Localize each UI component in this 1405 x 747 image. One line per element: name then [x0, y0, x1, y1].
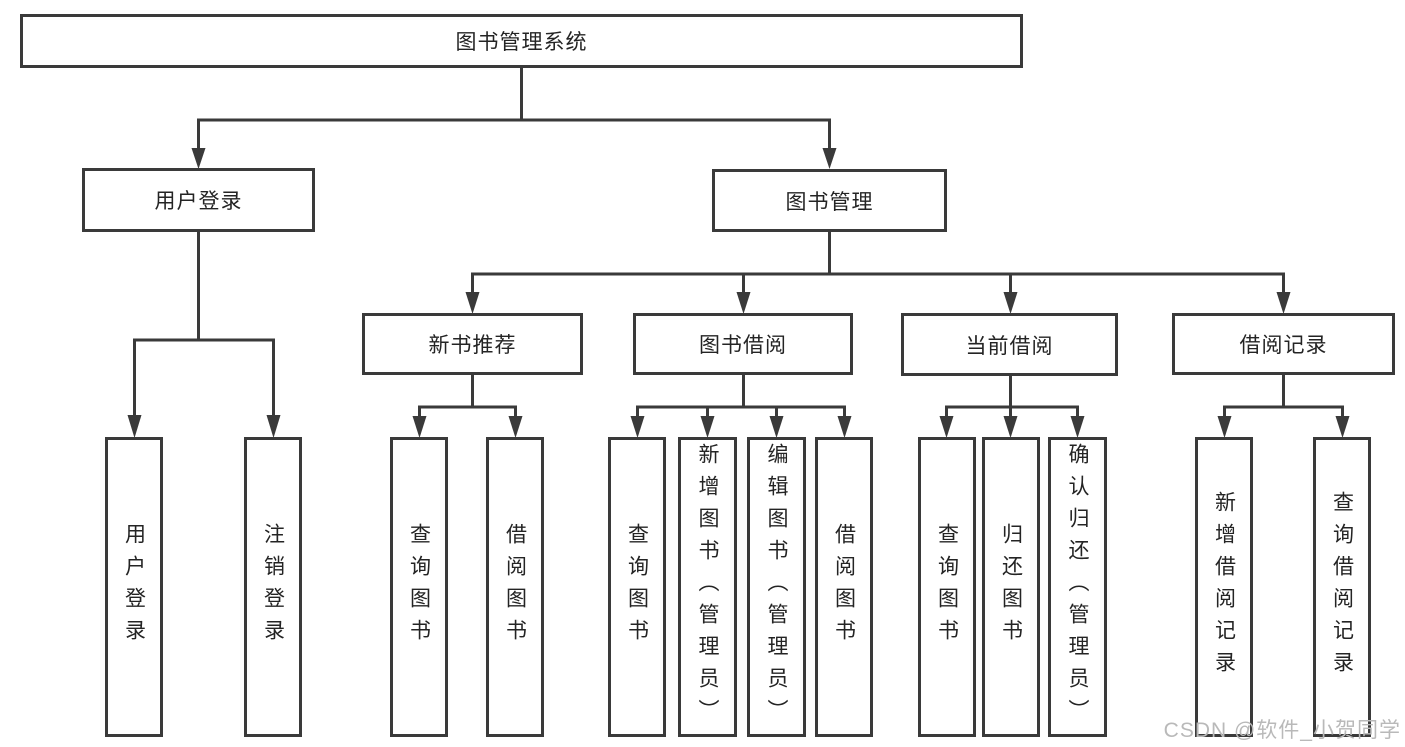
node-borrowing-records: 借阅记录	[1172, 313, 1395, 375]
arrowhead	[769, 416, 784, 438]
node-new-book-recommend: 新书推荐	[362, 313, 583, 375]
connector-current-borrowing-children	[939, 375, 1085, 438]
arrowhead	[266, 415, 281, 438]
leaf-edit-books-admin: 编辑图书（管理员）	[747, 437, 806, 737]
node-current-borrowing: 当前借阅	[901, 313, 1118, 376]
leaf-borrow-books: 借阅图书	[815, 437, 873, 737]
csdn-watermark: CSDN @软件_小贺同学	[1163, 719, 1401, 742]
node-library-system: 图书管理系统	[20, 14, 1023, 68]
arrowhead	[508, 416, 523, 438]
arrowhead	[1003, 416, 1018, 438]
arrowhead	[736, 292, 751, 314]
leaf-add-borrow-record: 新增借阅记录	[1195, 437, 1253, 737]
arrowhead	[127, 415, 142, 438]
leaf-add-books-admin: 新增图书（管理员）	[678, 437, 737, 737]
connector-book-borrowing-children	[630, 375, 852, 438]
node-user-login: 用户登录	[82, 168, 315, 232]
arrowhead	[700, 416, 715, 438]
arrowhead	[1276, 292, 1291, 314]
leaf-return-books: 归还图书	[982, 437, 1040, 737]
connector-borrowing-records-children	[1217, 375, 1350, 438]
leaf-query-books-recommend: 查询图书	[390, 437, 448, 737]
leaf-query-books-borrowing: 查询图书	[608, 437, 666, 737]
arrowhead	[191, 148, 206, 169]
leaf-borrow-books-recommend: 借阅图书	[486, 437, 544, 737]
arrowhead	[822, 148, 837, 169]
arrowhead	[837, 416, 852, 438]
arrowhead	[1217, 416, 1232, 438]
node-book-borrowing: 图书借阅	[633, 313, 853, 375]
node-book-management: 图书管理	[712, 169, 947, 232]
connector-new-book-recommend-children	[412, 375, 523, 438]
arrowhead	[1003, 292, 1018, 314]
arrowhead	[1335, 416, 1350, 438]
arrowhead	[465, 292, 480, 314]
arrowhead	[939, 416, 954, 438]
leaf-confirm-return-admin: 确认归还（管理员）	[1048, 437, 1107, 737]
arrowhead	[412, 416, 427, 438]
connector-user-login-children	[127, 232, 281, 438]
connector-root-to-level2	[191, 68, 837, 169]
arrowhead	[630, 416, 645, 438]
arrowhead	[1070, 416, 1085, 438]
leaf-query-books-current: 查询图书	[918, 437, 976, 737]
connector-book-management-children	[465, 232, 1291, 314]
leaf-user-login: 用户登录	[105, 437, 163, 737]
leaf-logout: 注销登录	[244, 437, 302, 737]
leaf-query-borrow-record: 查询借阅记录	[1313, 437, 1371, 737]
